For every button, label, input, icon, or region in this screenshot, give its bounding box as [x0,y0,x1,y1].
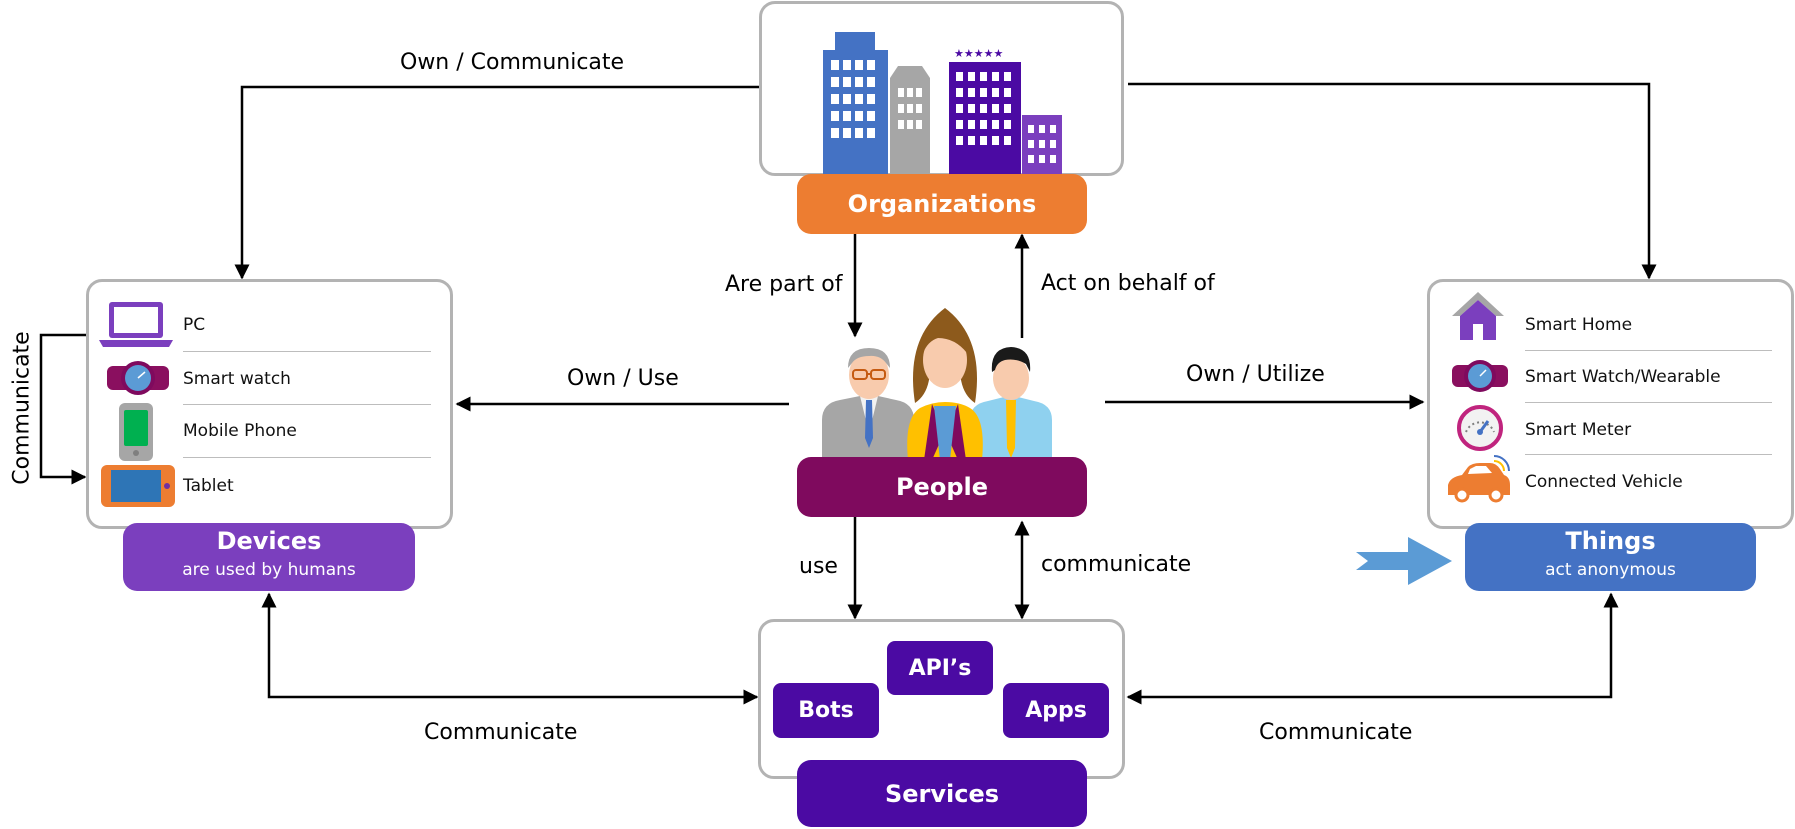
edge-label-communicate-devices-services: Communicate [424,720,578,745]
smart-home-icon [1452,292,1504,340]
devices-item-mobile-phone: Mobile Phone [183,421,297,441]
connected-car-icon [1448,455,1510,503]
edge-label-act-on-behalf-of: Act on behalf of [1041,271,1215,296]
smartwatch-icon [1452,360,1508,392]
organizations-label: Organizations [847,190,1037,218]
things-separator [1525,350,1772,351]
devices-tag: Devices are used by humans [123,523,415,591]
devices-sublabel: are used by humans [182,560,356,580]
devices-separator [183,351,431,352]
service-apps: Apps [1003,683,1109,738]
edge-label-are-part-of: Are part of [725,272,843,297]
smartwatch-icon [107,361,169,395]
things-label: Things [1565,527,1656,555]
edge-label-communicate-things-services: Communicate [1259,720,1413,745]
devices-label: Devices [216,527,322,555]
highlight-arrow [1356,537,1452,585]
services-tag: Services [797,760,1087,827]
edge-orgs-devices [234,85,762,280]
svg-text:★★★★★: ★★★★★ [954,47,1003,60]
things-separator [1525,454,1772,455]
service-apis: API’s [887,641,993,695]
devices-separator [183,404,431,405]
services-label: Services [884,780,1000,808]
edge-label-use: use [799,554,838,579]
things-item-smart-meter: Smart Meter [1525,420,1632,440]
edge-label-communicate-people-services: communicate [1041,552,1192,577]
things-tag: Things act anonymous [1465,523,1756,591]
smart-meter-icon [1457,405,1503,451]
edge-orgs-things [1128,82,1657,280]
organizations-tag: Organizations [797,174,1087,234]
laptop-icon [99,302,173,347]
things-item-smart-watch-wearable: Smart Watch/Wearable [1525,367,1721,387]
edge-devices-self [39,333,87,485]
mobile-phone-icon [119,403,153,461]
devices-item-tablet: Tablet [183,476,234,496]
devices-separator [183,457,431,458]
office-buildings-icon: ★★★★★ [823,32,1062,175]
devices-item-smart-watch: Smart watch [183,369,291,389]
devices-item-pc: PC [183,315,206,335]
edge-label-own-communicate: Own / Communicate [400,50,625,75]
people-group-icon [822,308,1052,460]
edge-devices-services [261,592,759,705]
organizations-box [759,1,1124,176]
things-item-smart-home: Smart Home [1525,315,1633,335]
things-item-connected-vehicle: Connected Vehicle [1525,472,1683,492]
service-bots: Bots [773,683,879,738]
people-tag: People [797,457,1087,517]
edge-label-own-utilize: Own / Utilize [1186,362,1325,387]
people-label: People [895,473,989,501]
things-separator [1525,402,1772,403]
edge-label-communicate-devices-self: Communicate [9,331,35,485]
tablet-icon [101,465,175,507]
edge-things-services [1126,592,1619,705]
edge-label-own-use: Own / Use [567,366,679,391]
things-sublabel: act anonymous [1545,560,1676,580]
